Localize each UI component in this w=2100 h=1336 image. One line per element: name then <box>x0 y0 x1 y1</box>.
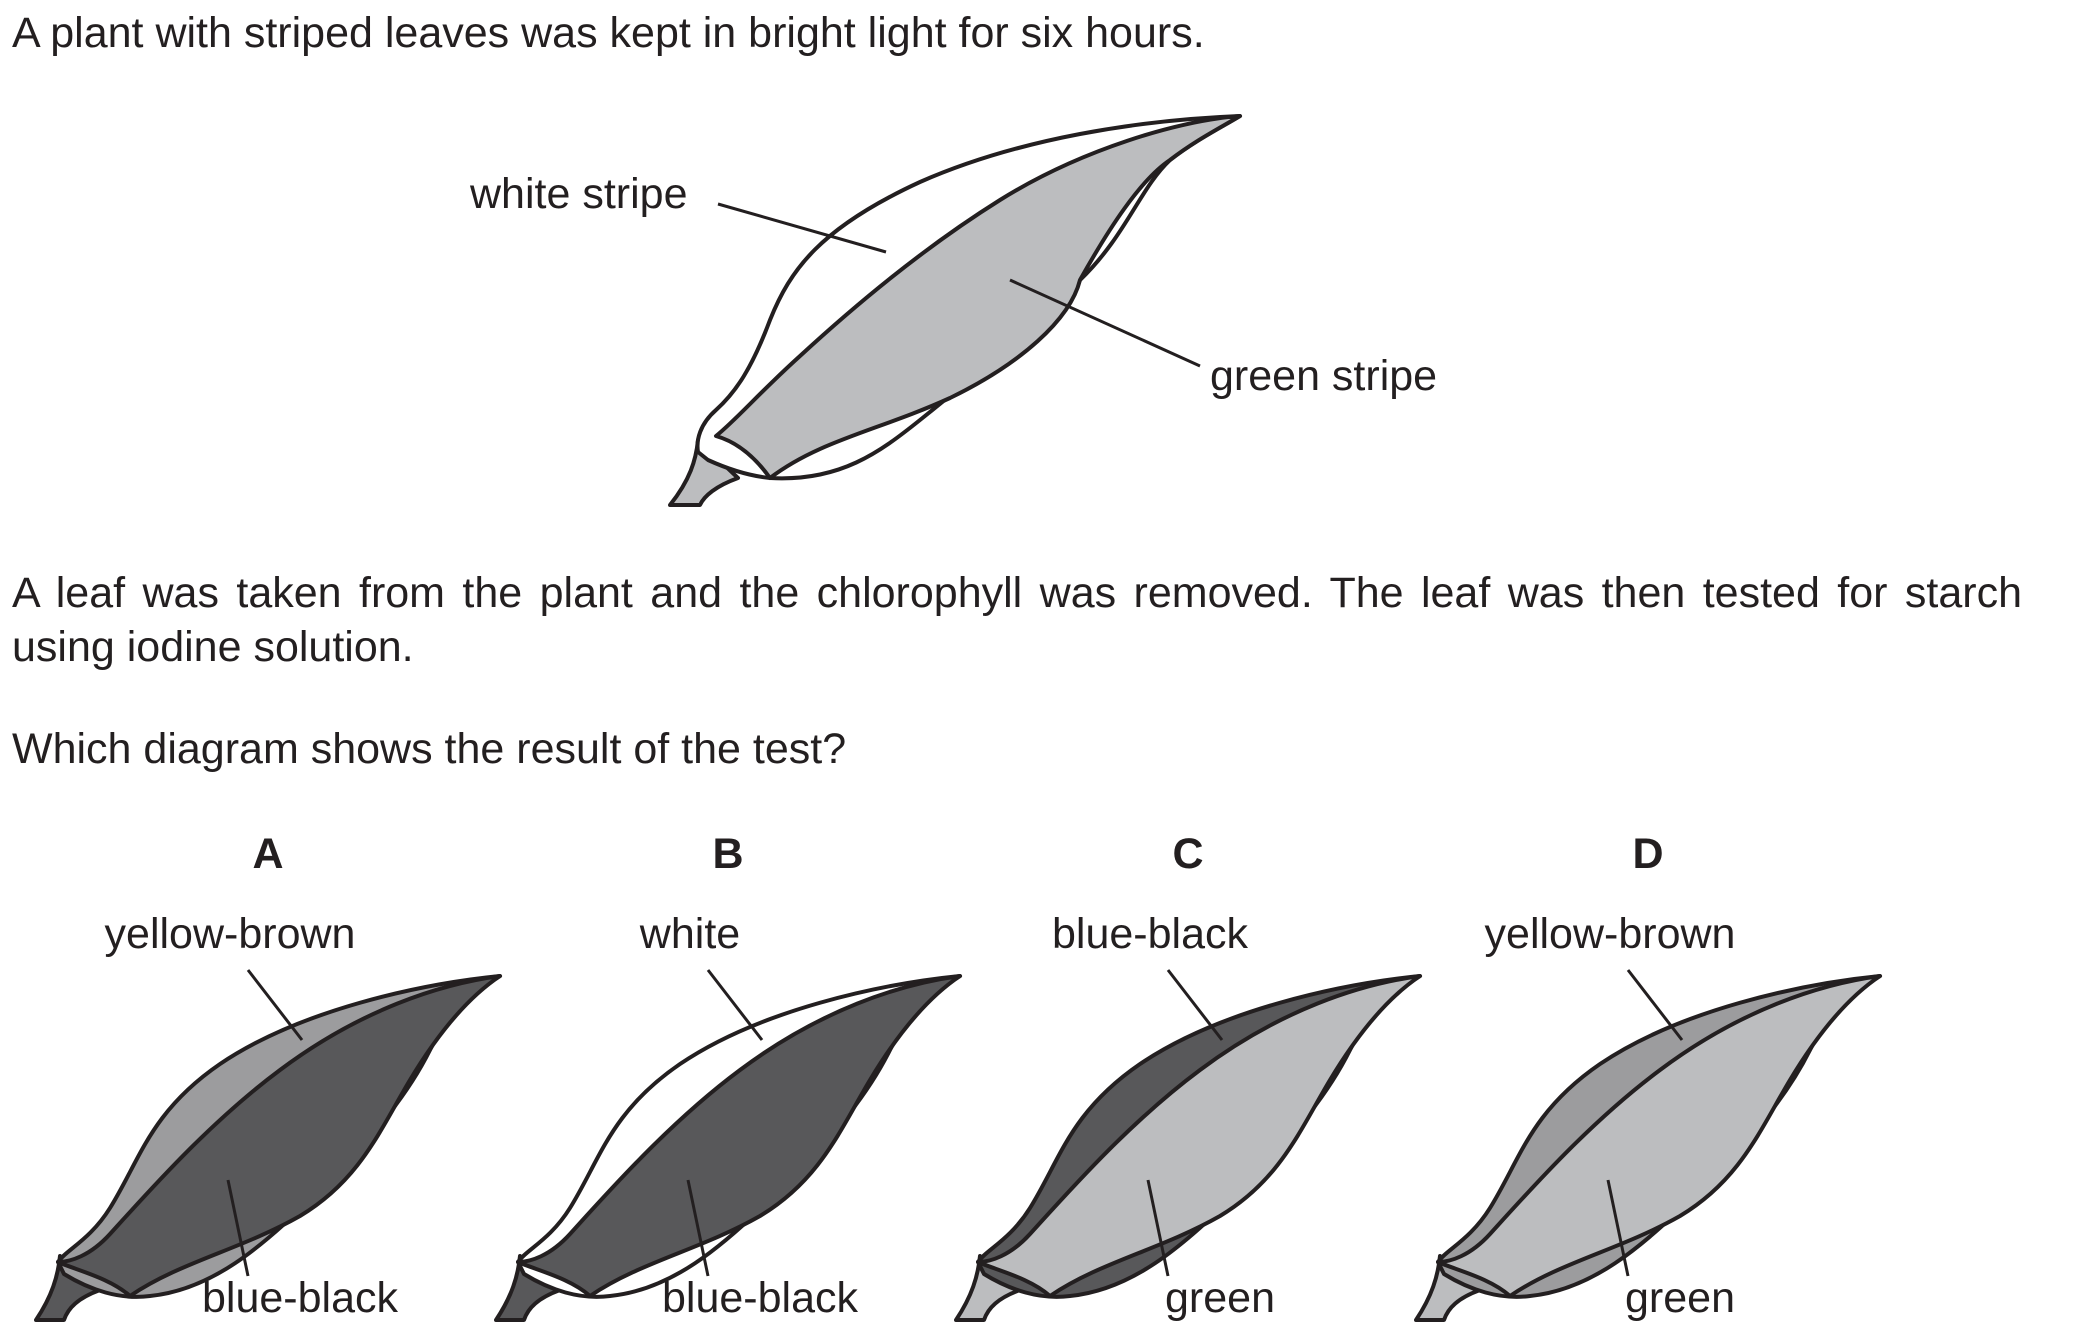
method-text: A leaf was taken from the plant and the … <box>12 569 2022 671</box>
green-stripe-label: green stripe <box>1210 352 1437 400</box>
answer-options: Ayellow-brownblue-blackBwhiteblue-blackC… <box>34 830 1882 1322</box>
main-leaf: white stripe green stripe <box>469 114 1437 507</box>
option-a-letter: A <box>252 830 283 878</box>
option-d-bottom-label: green <box>1625 1274 1735 1322</box>
option-d-bottom-leader <box>1606 1179 1630 1277</box>
option-d-inner-region <box>1436 974 1882 1298</box>
option-a-bottom-leader <box>226 1179 250 1277</box>
option-c-bottom-leader <box>1146 1179 1170 1277</box>
main-leaf-green-stripe <box>714 114 1242 480</box>
option-c-letter: C <box>1172 830 1203 878</box>
white-stripe-leader-line <box>717 202 887 254</box>
intro-text: A plant with striped leaves was kept in … <box>12 9 1205 57</box>
option-c-inner-region <box>976 974 1422 1298</box>
option-c-bottom-label: green <box>1165 1274 1275 1322</box>
option-b-bottom-leader <box>686 1179 710 1277</box>
option-c-top-leader <box>1166 969 1224 1041</box>
option-d-letter: D <box>1632 830 1663 878</box>
option-a-top-label: yellow-brown <box>105 910 356 958</box>
white-stripe-label: white stripe <box>469 170 687 218</box>
option-d-top-label: yellow-brown <box>1485 910 1736 958</box>
option-b-top-label: white <box>639 910 740 958</box>
option-c-top-label: blue-black <box>1052 910 1248 958</box>
green-stripe-leader-line <box>1009 278 1201 368</box>
option-b-inner-region <box>516 974 962 1298</box>
option-a-inner-region <box>56 974 502 1298</box>
option-a-bottom-label: blue-black <box>202 1274 398 1322</box>
option-b-bottom-label: blue-black <box>662 1274 858 1322</box>
question-prompt: Which diagram shows the result of the te… <box>12 725 847 773</box>
option-b-letter: B <box>712 830 743 878</box>
option-b-top-leader <box>706 969 764 1041</box>
option-d-top-leader <box>1626 969 1684 1041</box>
option-a-top-leader <box>246 969 304 1041</box>
